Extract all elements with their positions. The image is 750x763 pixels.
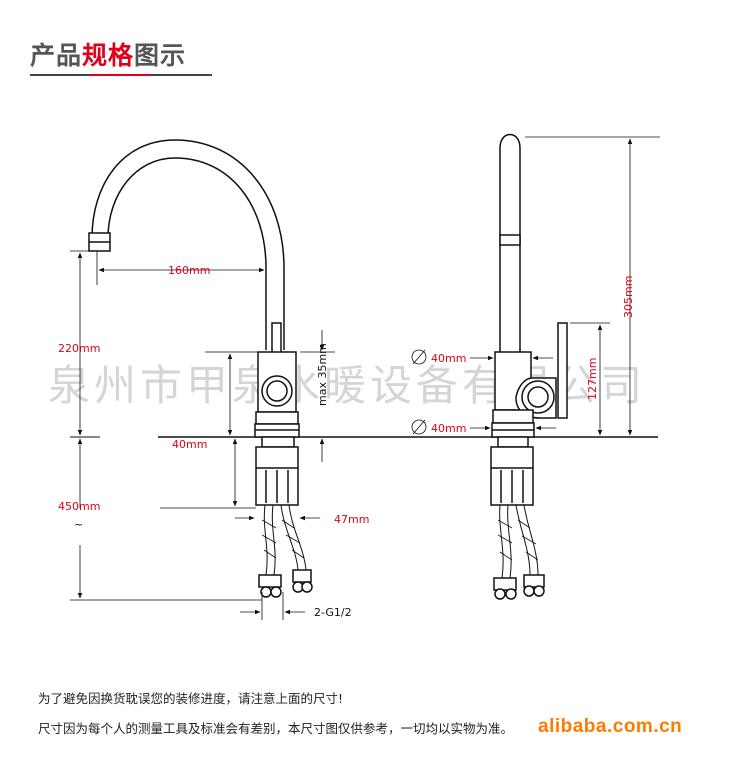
note-line-1: 为了避免因换货耽误您的装修进度，请注意上面的尺寸! [38,691,344,706]
dim-handle-max-text: max 35mm [316,343,329,406]
note-line-2: 尺寸因为每个人的测量工具及标准会有差别，本尺寸图仅供参考，一切均以实物为准。 [38,721,514,736]
title-part-2: 规格 [82,41,135,70]
dim-diameter-base: 40mm [431,422,466,435]
dim-tilde: ~ [74,518,83,531]
dim-handle-max: max 35mm [316,343,329,406]
title-part-1: 产品 [30,41,83,70]
dim-diameter-top: 40mm [431,352,466,365]
dim-spout-reach: 160mm [168,264,210,277]
dim-height-220: 220mm [58,342,100,355]
title-part-3: 图示 [134,41,187,70]
dim-handle-height: 127mm [586,358,599,400]
dimension-lines-side [411,136,660,436]
dim-thread: 2-G1/2 [314,606,352,619]
faucet-side-view [490,133,568,600]
dim-total-height: 305mm [622,276,635,318]
page-title: 产品规格图示 [30,36,186,72]
title-underline [30,74,212,76]
dim-shank-width: 47mm [334,513,369,526]
dim-hose-length: 450mm [58,500,100,513]
faucet-front-view [88,139,313,598]
dimension-lines-front [70,250,335,620]
alibaba-logo: alibaba.com.cn [538,716,683,737]
dim-below-counter: 40mm [172,438,207,451]
title-underline-accent [90,74,152,76]
